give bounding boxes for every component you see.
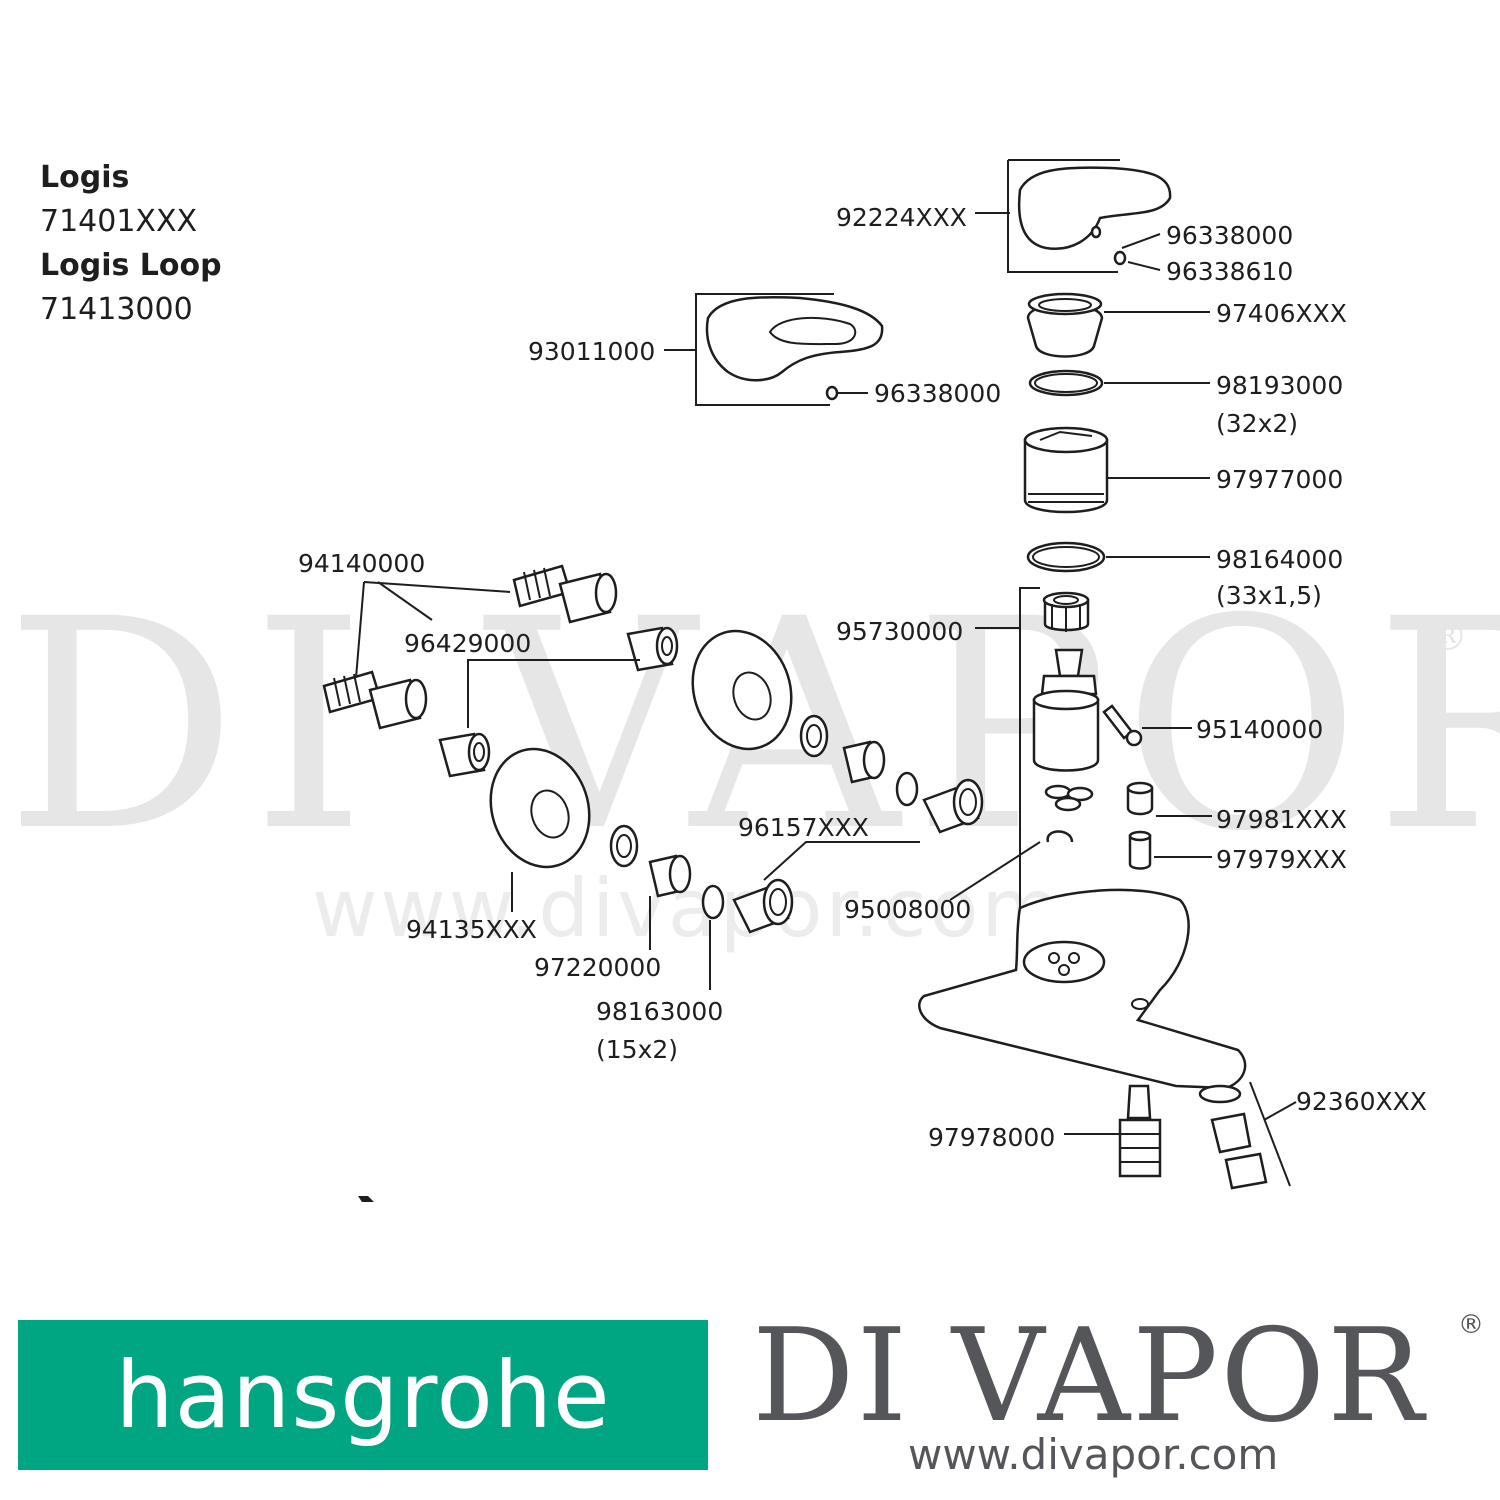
washer-98163000-bottom <box>701 884 725 990</box>
label-97981xxx: 97981XXX <box>1216 805 1347 834</box>
label-97220000: 97220000 <box>534 953 661 982</box>
label-95730000: 95730000 <box>836 617 963 646</box>
cartridge-seals <box>1044 784 1094 812</box>
screw-96338000-top <box>1113 233 1161 271</box>
divapor-url: www.divapor.com <box>908 1430 1279 1479</box>
screw-95140000 <box>1102 704 1192 747</box>
eccentric-fitting-97220000-top <box>842 740 886 784</box>
aerator-92360xxx <box>1198 1081 1297 1190</box>
label-98164000-size: (33x1,5) <box>1216 581 1322 610</box>
leader-96429000 <box>467 659 640 728</box>
label-96338000-top: 96338000 <box>1166 221 1293 250</box>
label-97406xxx: 97406XXX <box>1216 299 1347 328</box>
handle-92224xxx <box>975 159 1172 273</box>
divapor-logo-text: DI VAPOR <box>752 1302 1426 1451</box>
o-ring-98164000 <box>1026 541 1210 573</box>
label-98163000: 98163000 <box>596 997 723 1026</box>
product-name-logis-loop: Logis Loop <box>40 248 222 283</box>
label-98163000-size: (15x2) <box>596 1035 678 1064</box>
label-95140000: 95140000 <box>1196 715 1323 744</box>
product-name-logis: Logis <box>40 160 130 195</box>
hansgrohe-logo: hansgrohe <box>18 1320 708 1470</box>
check-valve-96429000-bottom <box>438 732 491 778</box>
washer-98163000-top <box>895 771 919 807</box>
label-94140000: 94140000 <box>298 549 425 578</box>
union-nut-96157xxx-bottom <box>732 878 794 934</box>
eccentric-fitting-97220000-bottom <box>648 854 692 950</box>
washer-top <box>799 714 829 758</box>
union-nut-96157xxx-top <box>922 778 984 834</box>
cap-97979xxx <box>1128 830 1212 870</box>
label-92224xxx: 92224XXX <box>836 203 967 232</box>
label-97977000: 97977000 <box>1216 465 1343 494</box>
divapor-reg-mark: ® <box>1458 1310 1484 1340</box>
mixer-body <box>918 888 1247 1090</box>
leader-94140000 <box>355 581 511 679</box>
label-96429000: 96429000 <box>404 629 531 658</box>
cartridge-nut <box>1042 591 1090 632</box>
label-94135xxx: 94135XXX <box>406 915 537 944</box>
screw-96338000-side <box>825 385 868 401</box>
s-union-94140000-bottom <box>322 670 428 730</box>
label-95008000: 95008000 <box>844 895 971 924</box>
label-96157xxx: 96157XXX <box>738 813 869 842</box>
label-98164000: 98164000 <box>1216 545 1343 574</box>
exploded-view-drawing: DI VAPOR ® www.divapor.com <box>5 159 1500 1202</box>
leader-96157xxx <box>763 841 920 881</box>
label-92360xxx: 92360XXX <box>1296 1087 1427 1116</box>
o-ring-98193000 <box>1028 369 1210 397</box>
check-valve-96429000-top <box>626 626 679 672</box>
cap-97981xxx <box>1126 781 1212 817</box>
rosette-94135xxx-bottom <box>489 747 591 912</box>
hansgrohe-logo-text: hansgrohe <box>115 1341 611 1449</box>
product-title-block: Logis 71401XXX Logis Loop 71413000 <box>40 156 222 332</box>
washer-bottom <box>609 824 639 868</box>
watermark-reg-mark: ® <box>1428 614 1468 660</box>
diverter-97978000 <box>1064 1084 1162 1178</box>
sleeve-97977000 <box>1023 426 1210 514</box>
label-96338000-side: 96338000 <box>874 379 1001 408</box>
clip-95008000 <box>949 830 1074 901</box>
cover-cap-97406xxx <box>1026 292 1210 358</box>
part-labels: 92224XXX 96338000 96338610 97406XXX 9301… <box>298 203 1427 1152</box>
handle-93011000 <box>664 293 884 406</box>
product-number-logis: 71401XXX <box>40 204 198 239</box>
product-number-logis-loop: 71413000 <box>40 292 193 327</box>
label-96338610: 96338610 <box>1166 257 1293 286</box>
label-93011000: 93011000 <box>528 337 655 366</box>
rosette-94135xxx-top <box>691 629 793 751</box>
label-97979xxx: 97979XXX <box>1216 845 1347 874</box>
label-97978000: 97978000 <box>928 1123 1055 1152</box>
cartridge-95730000 <box>1032 648 1100 772</box>
stray-mark <box>358 1196 374 1202</box>
s-union-94140000-top <box>512 564 618 624</box>
label-98193000: 98193000 <box>1216 371 1343 400</box>
label-98193000-size: (32x2) <box>1216 409 1298 438</box>
